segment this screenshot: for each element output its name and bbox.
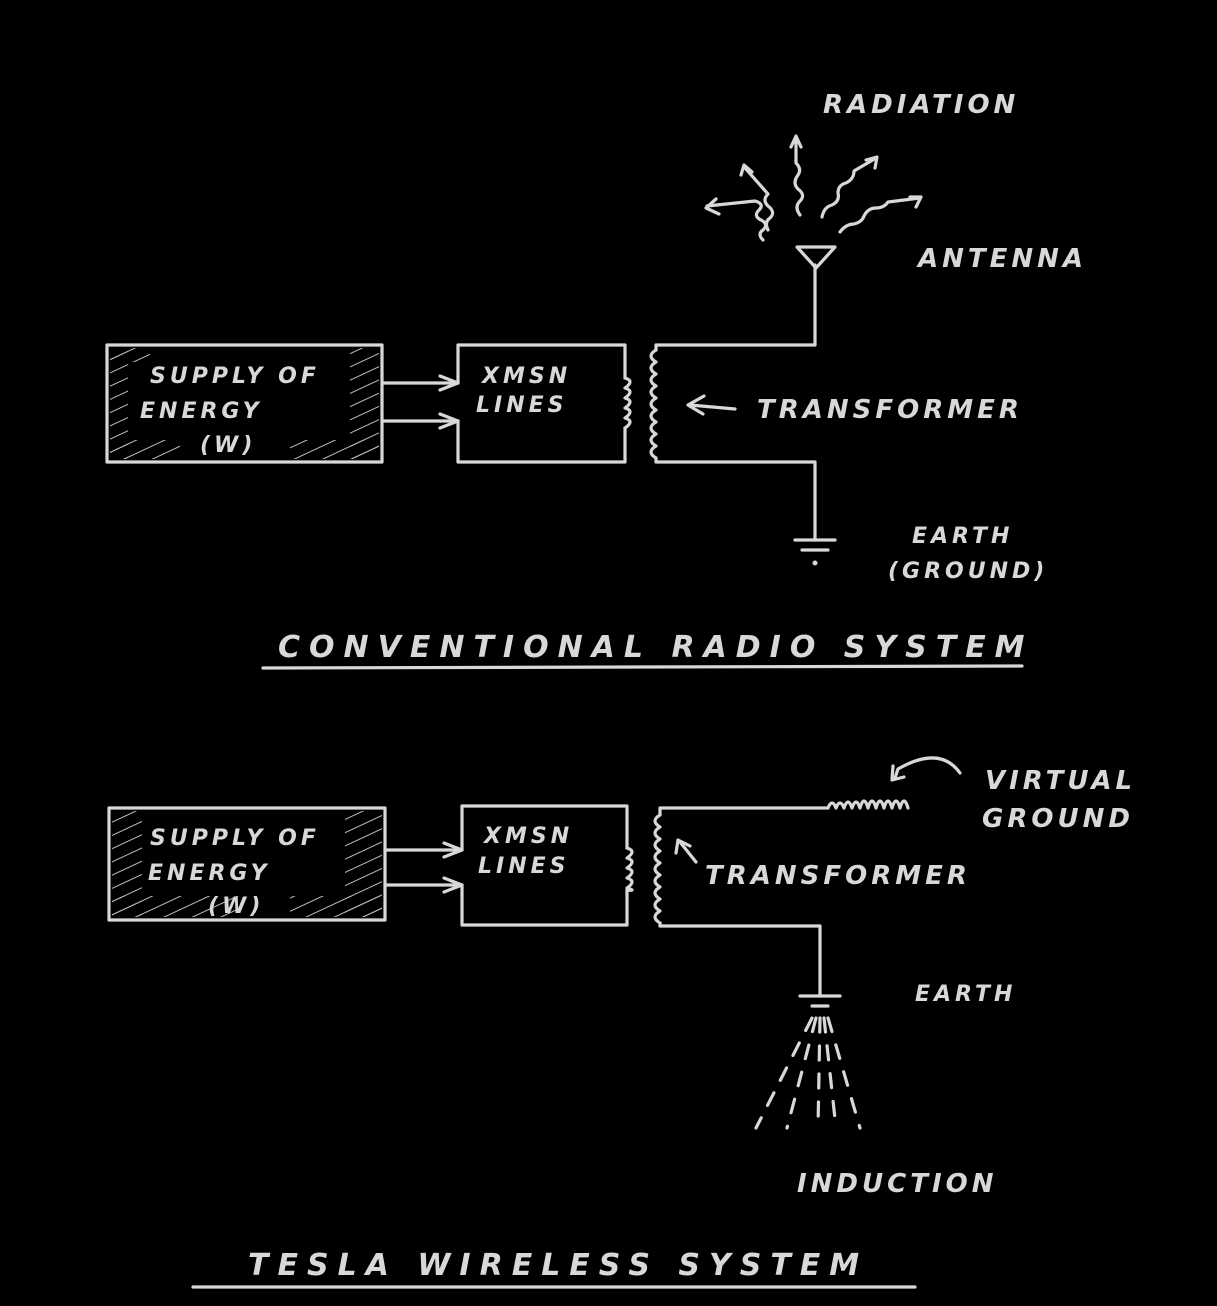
tesla-transformer: TRANSFORMER <box>653 806 971 997</box>
conventional-earth-line1: EARTH <box>912 524 1013 549</box>
conventional-earth-line2: (GROUND) <box>888 559 1048 584</box>
tesla-xmsn-line1: XMSN <box>482 824 573 849</box>
tesla-supply-line1: SUPPLY OF <box>150 826 320 851</box>
conventional-supply-line1: SUPPLY OF <box>150 364 320 389</box>
virtual-ground-line1: VIRTUAL <box>985 766 1136 796</box>
earth-plate-icon <box>798 994 842 1008</box>
virtual-ground-coil-icon <box>826 756 962 810</box>
conventional-radio-system: SUPPLY OF ENERGY (W) XMSN LINES TRANSFOR… <box>105 90 1087 670</box>
conventional-xmsn-line2: LINES <box>476 393 568 418</box>
tesla-xmsn-line2: LINES <box>478 854 570 879</box>
conventional-feed-arrows <box>380 374 460 430</box>
tesla-supply-line3: (W) <box>208 894 264 919</box>
tesla-primary-coil <box>625 846 634 892</box>
tesla-transformer-label: TRANSFORMER <box>705 861 971 891</box>
radiation-label: RADIATION <box>823 90 1019 120</box>
conventional-title-underline <box>261 664 1024 670</box>
radiation-waves <box>704 134 923 242</box>
tesla-earth-label: EARTH <box>915 982 1016 1007</box>
tesla-wireless-system: SUPPLY OF ENERGY (W) XMSN LINES TRANSFOR… <box>107 756 1136 1289</box>
induction-label: INDUCTION <box>797 1169 997 1199</box>
virtual-ground-line2: GROUND <box>982 804 1134 834</box>
tesla-supply-box: SUPPLY OF ENERGY (W) <box>107 806 387 922</box>
conventional-supply-line3: (W) <box>200 433 256 458</box>
antenna-icon <box>795 245 837 270</box>
tesla-title: TESLA WIRELESS SYSTEM <box>248 1248 868 1283</box>
conventional-title: CONVENTIONAL RADIO SYSTEM <box>278 630 1034 665</box>
tesla-feed-arrows <box>383 841 464 894</box>
ground-icon <box>793 538 837 566</box>
conventional-xmsn-box: XMSN LINES <box>456 343 632 464</box>
conventional-supply-box: SUPPLY OF ENERGY (W) <box>105 343 384 464</box>
tesla-xmsn-box: XMSN LINES <box>460 804 634 927</box>
conventional-primary-coil <box>623 376 632 430</box>
conventional-supply-line2: ENERGY <box>140 399 263 424</box>
tesla-supply-line2: ENERGY <box>148 861 271 886</box>
induction-rays <box>754 1016 862 1130</box>
conventional-transformer-label: TRANSFORMER <box>757 395 1023 425</box>
conventional-xmsn-line1: XMSN <box>480 364 571 389</box>
antenna-label: ANTENNA <box>916 244 1087 274</box>
conventional-transformer: TRANSFORMER <box>649 263 1023 542</box>
